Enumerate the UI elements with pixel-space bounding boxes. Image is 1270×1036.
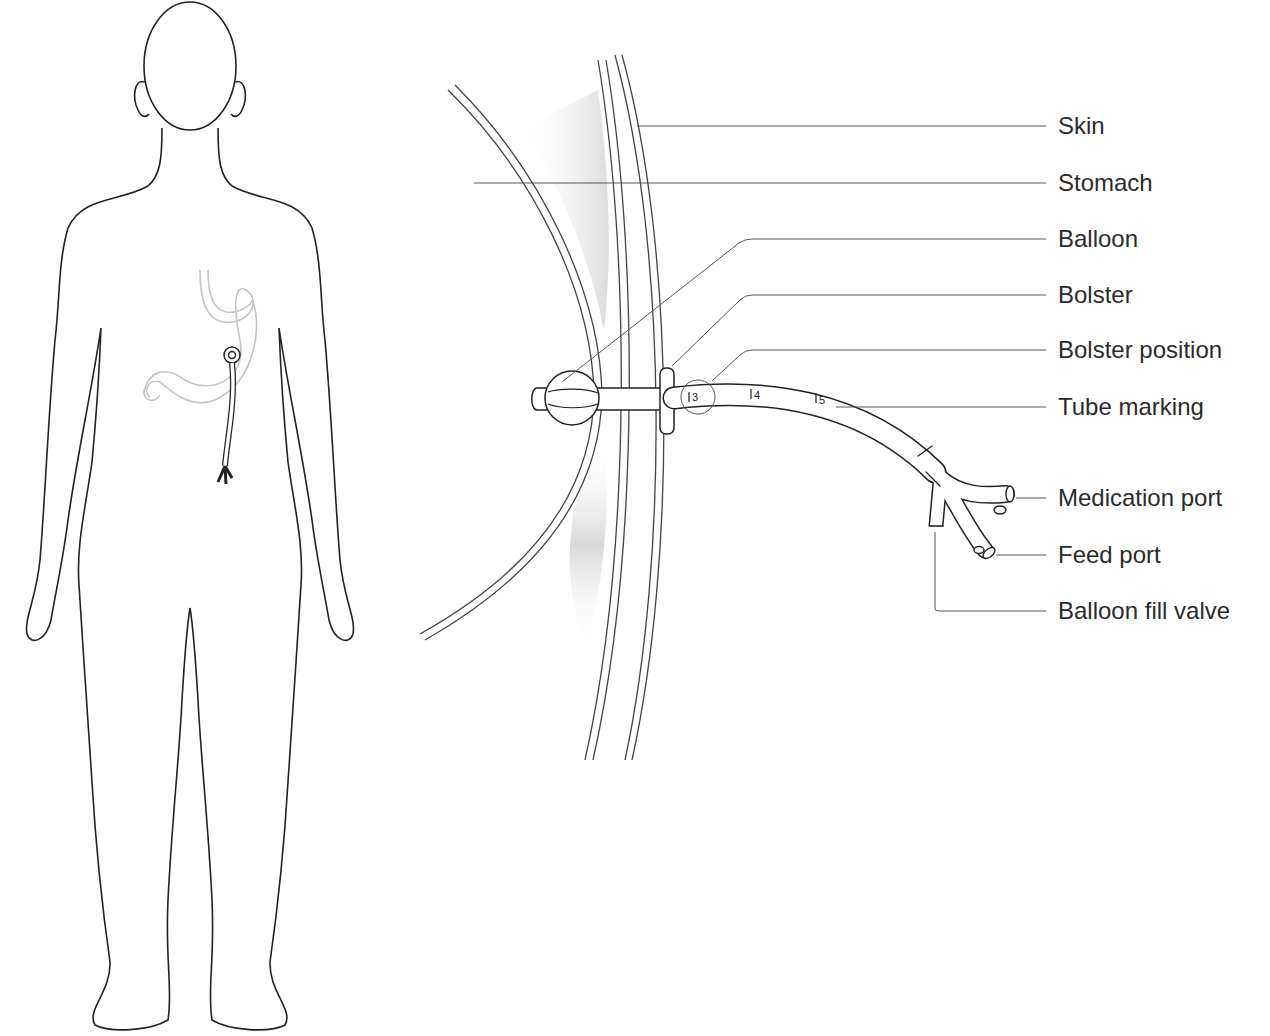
part-label: Bolster position: [1058, 336, 1222, 364]
position-circle: [681, 380, 715, 414]
shading: [520, 90, 609, 330]
small-tube: [218, 347, 240, 484]
part-label: Skin: [1058, 112, 1105, 140]
tube-internal: [532, 368, 674, 434]
tube-number: 3: [692, 391, 698, 403]
tube-external: [674, 395, 1014, 561]
tube-number: 5: [819, 394, 825, 406]
part-label: Tube marking: [1058, 393, 1204, 421]
tick-marks: [689, 389, 816, 403]
part-label: Balloon: [1058, 225, 1138, 253]
part-label: Medication port: [1058, 484, 1222, 512]
tube-number: 4: [754, 389, 760, 401]
leader-lines: [474, 126, 1046, 611]
part-label: Bolster: [1058, 281, 1133, 309]
stomach-wall: [420, 85, 602, 640]
body-outline: [27, 2, 354, 1030]
part-label: Stomach: [1058, 169, 1153, 197]
part-label: Balloon fill valve: [1058, 597, 1230, 625]
stomach-sketch: [144, 270, 257, 403]
part-label: Feed port: [1058, 541, 1161, 569]
